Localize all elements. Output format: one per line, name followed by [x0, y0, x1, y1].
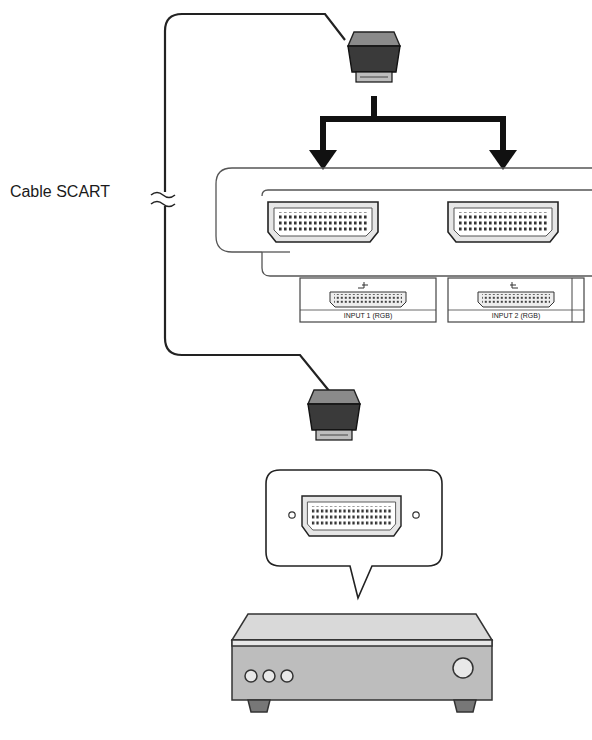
socket-callout	[266, 470, 442, 598]
set-top-box	[232, 614, 492, 712]
split-arrow	[309, 96, 517, 170]
scart-plug	[308, 390, 360, 440]
tv-back-panel	[216, 168, 592, 276]
scart-plug	[348, 32, 400, 82]
break-mark	[151, 193, 175, 207]
scart-socket	[448, 202, 558, 242]
input-panel	[300, 278, 584, 322]
scart-socket	[268, 202, 378, 242]
input-label: INPUT 1 (RGB)	[343, 312, 394, 320]
input-label: INPUT 2 (RGB)	[491, 312, 542, 320]
cable-name: Cable SCART	[9, 183, 111, 201]
